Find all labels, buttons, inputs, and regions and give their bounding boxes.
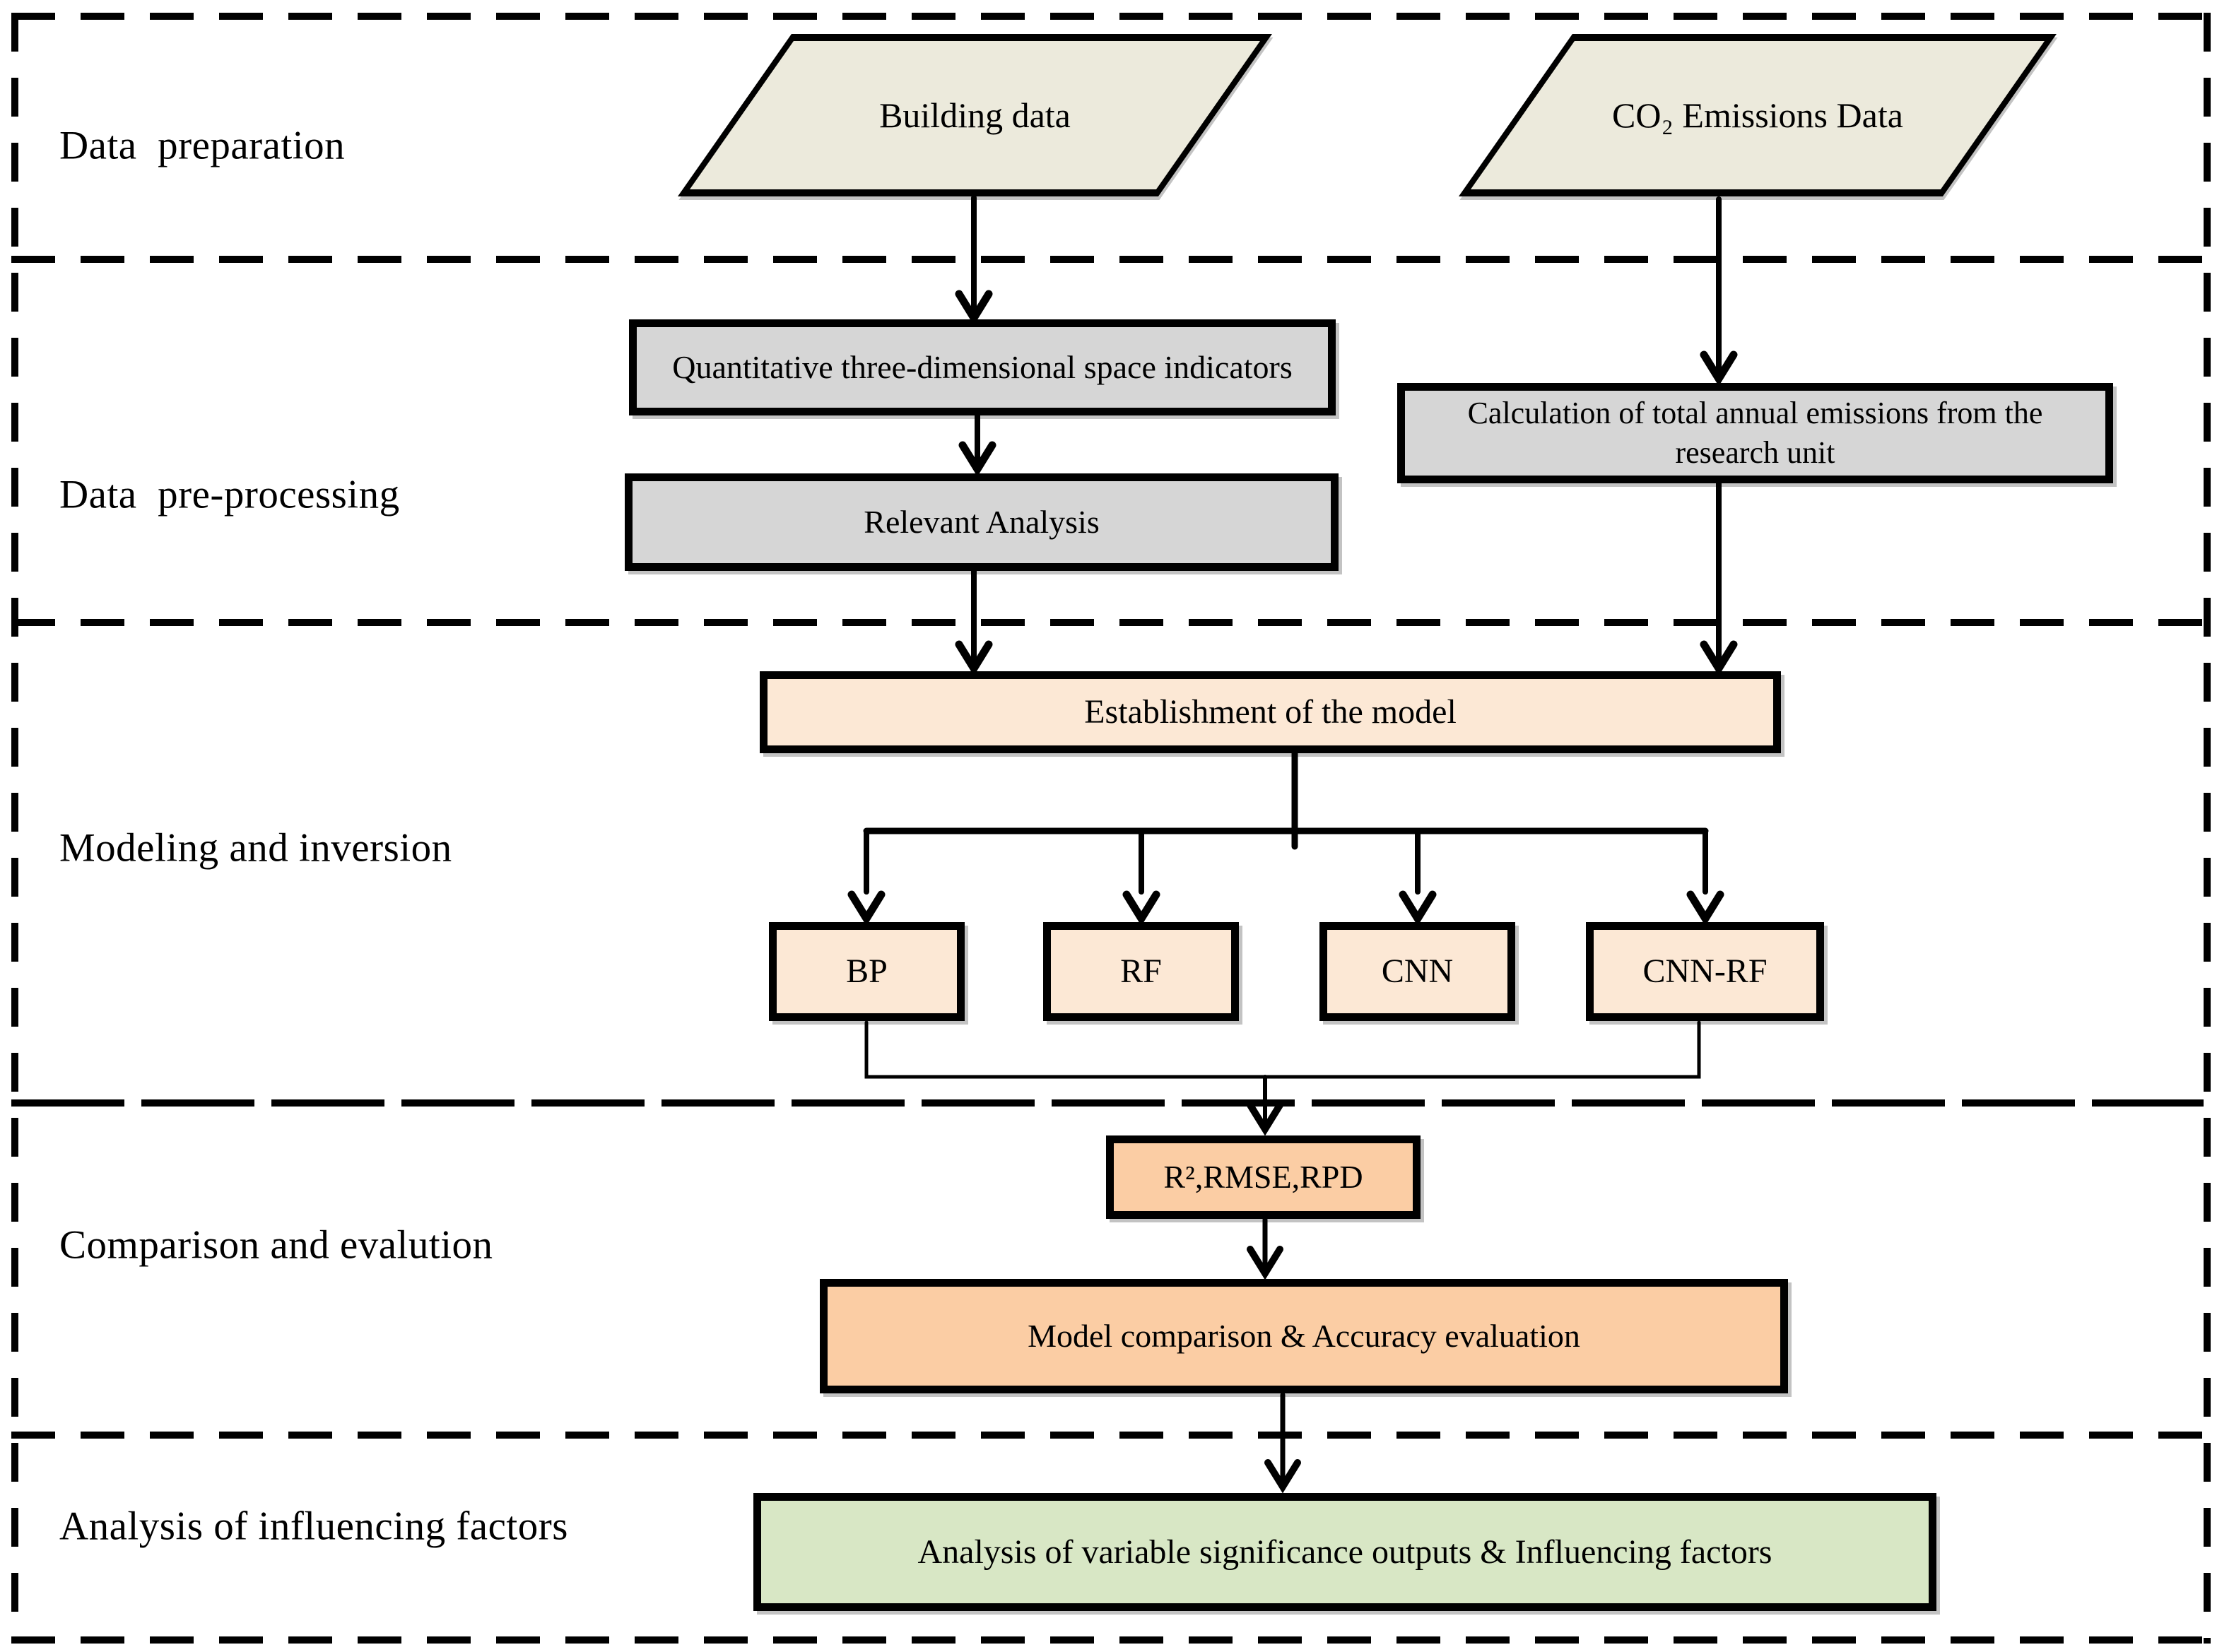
node-analysis-factors: Analysis of variable significance output… — [753, 1493, 1936, 1611]
section-label-modeling: Modeling and inversion — [59, 825, 452, 871]
section-label-data-preprocessing: Data pre-processing — [59, 472, 400, 517]
node-metrics-label: R²,RMSE,RPD — [1163, 1158, 1363, 1195]
node-cnn-rf-label: CNN-RF — [1642, 952, 1768, 991]
node-co2-emissions-data: CO₂ Emissions Data — [1458, 34, 2057, 196]
divider-comparison — [11, 1432, 2204, 1439]
node-relevant-analysis: Relevant Analysis — [625, 473, 1339, 571]
node-relevant-analysis-label: Relevant Analysis — [864, 503, 1100, 540]
node-co2-emissions-data-label: CO₂ Emissions Data — [1612, 95, 1903, 135]
node-calculation-emissions: Calculation of total annual emissions fr… — [1397, 383, 2113, 483]
frame-left-border — [11, 13, 18, 1644]
node-establishment-model: Establishment of the model — [760, 671, 1781, 753]
node-rf: RF — [1043, 922, 1239, 1021]
section-label-data-preparation: Data preparation — [59, 123, 346, 168]
node-quantitative-indicators: Quantitative three-dimensional space ind… — [629, 319, 1336, 415]
section-label-analysis: Analysis of influencing factors — [59, 1504, 568, 1549]
frame-right-border — [2204, 13, 2211, 1644]
frame-top-border — [11, 13, 2204, 20]
node-cnn-rf: CNN-RF — [1586, 922, 1824, 1021]
node-quantitative-indicators-label: Quantitative three-dimensional space ind… — [672, 348, 1293, 385]
node-building-data-label: Building data — [879, 95, 1071, 135]
node-metrics: R²,RMSE,RPD — [1106, 1135, 1421, 1219]
node-calculation-emissions-label: Calculation of total annual emissions fr… — [1467, 395, 2043, 470]
node-rf-label: RF — [1120, 952, 1162, 991]
node-bp-label: BP — [846, 952, 888, 991]
section-label-comparison: Comparison and evalution — [59, 1222, 493, 1268]
node-model-comparison: Model comparison & Accuracy evaluation — [820, 1279, 1788, 1393]
node-cnn: CNN — [1319, 922, 1515, 1021]
divider-data-preprocessing — [11, 619, 2204, 626]
node-model-comparison-label: Model comparison & Accuracy evaluation — [1028, 1317, 1580, 1354]
divider-modeling — [11, 1099, 2204, 1107]
frame-bottom-border — [11, 1636, 2204, 1644]
divider-data-preparation — [11, 256, 2204, 263]
node-building-data: Building data — [677, 34, 1272, 196]
node-analysis-factors-label: Analysis of variable significance output… — [917, 1533, 1772, 1571]
node-cnn-label: CNN — [1381, 952, 1454, 991]
node-establishment-model-label: Establishment of the model — [1084, 693, 1457, 731]
node-bp: BP — [769, 922, 965, 1021]
